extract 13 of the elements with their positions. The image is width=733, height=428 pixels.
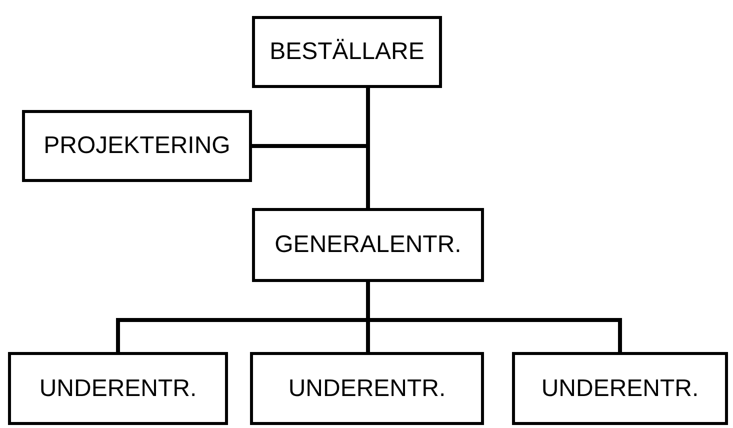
connector-line bbox=[366, 282, 622, 352]
box-label: UNDERENTR. bbox=[288, 374, 446, 404]
box-label: UNDERENTR. bbox=[39, 374, 197, 404]
org-box bbox=[8, 352, 228, 425]
org-box bbox=[512, 352, 728, 425]
box-label: PROJEKTERING bbox=[44, 131, 230, 161]
box-label: BESTÄLLARE bbox=[270, 37, 424, 67]
org-box bbox=[252, 16, 442, 88]
org-box bbox=[250, 352, 484, 425]
box-label: GENERALENTR. bbox=[274, 230, 462, 260]
org-box bbox=[22, 110, 252, 182]
box-label: UNDERENTR. bbox=[541, 374, 699, 404]
org-box bbox=[252, 208, 484, 282]
